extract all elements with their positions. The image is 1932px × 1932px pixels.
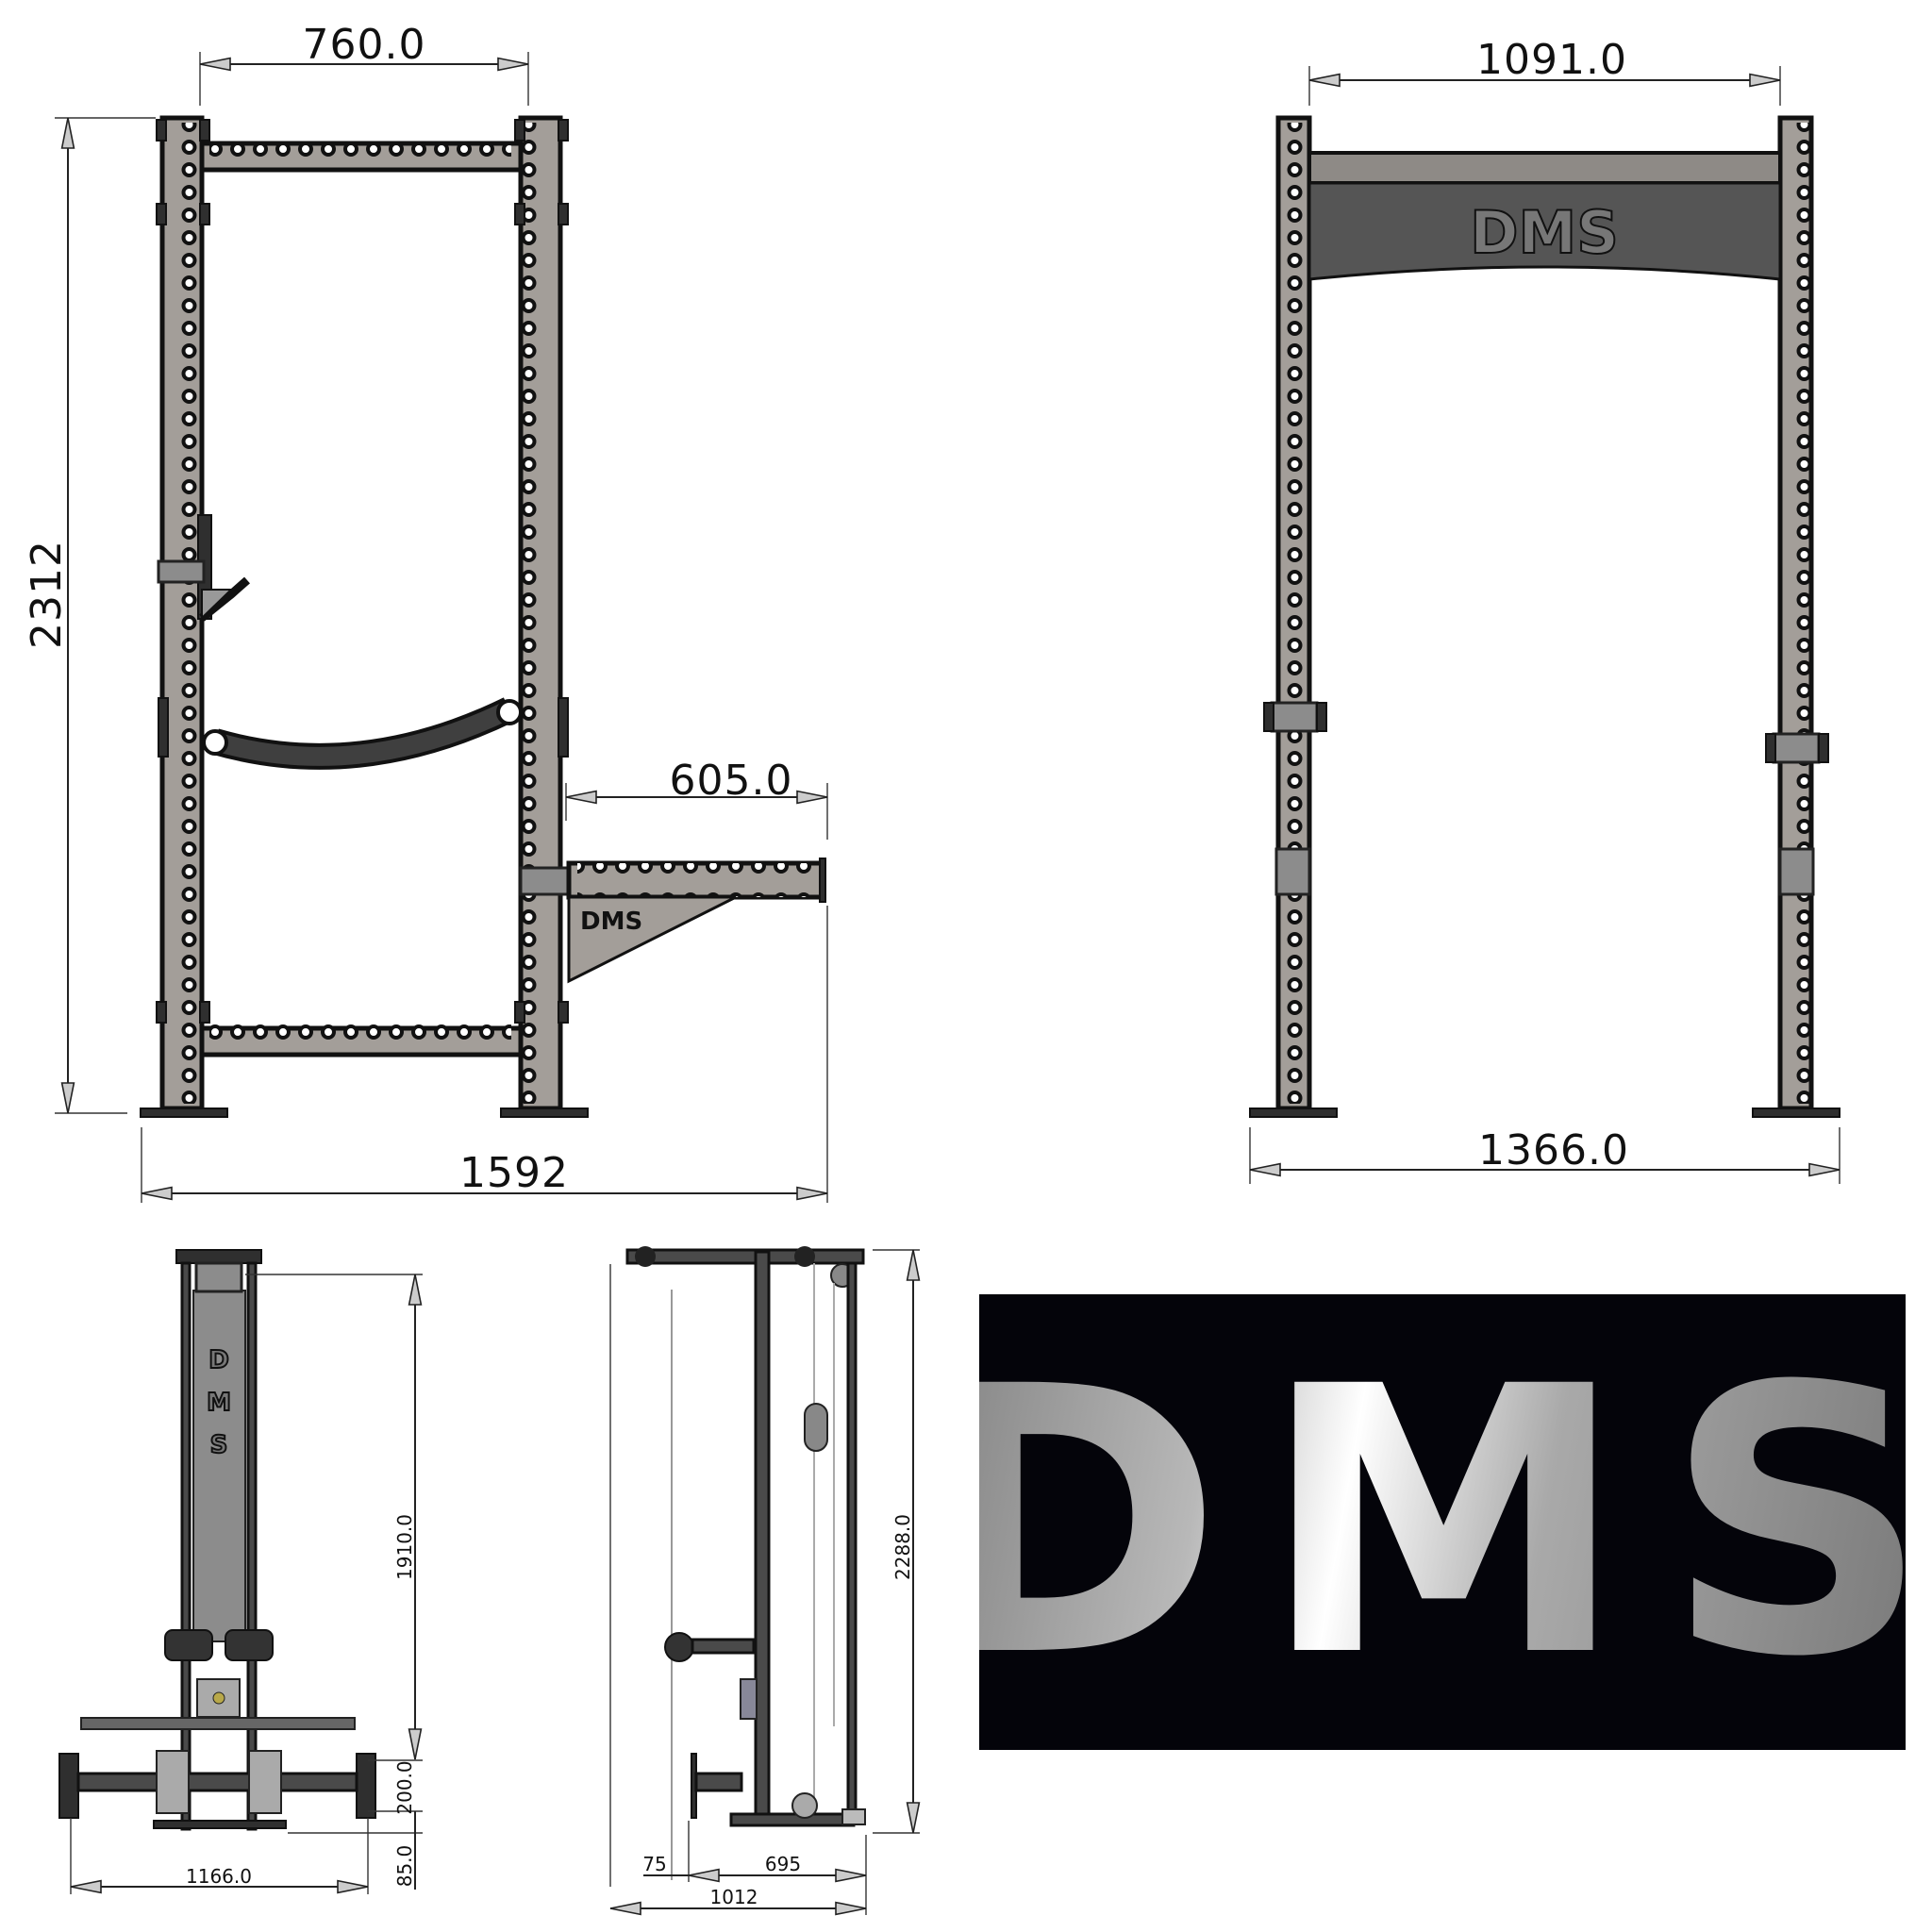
brand-logo-panel: DMS [918, 1294, 1930, 1750]
dim-label-2312: 2312 [23, 540, 71, 649]
dim-label-1366: 1366.0 [1478, 1126, 1629, 1174]
dimension-pulldown-width: 1166.0 [70, 1818, 369, 1894]
pulldown-side-view: 2288.0 75 695 1012 [609, 1246, 921, 1916]
header-plate: DMS [1307, 151, 1782, 281]
dimension-inner-width: 1091.0 [1308, 36, 1781, 106]
dimension-foot-offset: 200.0 [368, 1759, 423, 1815]
dim-label-605: 605.0 [670, 757, 793, 805]
dimension-side-depth-total: 1012 [609, 1886, 867, 1916]
dimension-total-depth: 1592 [141, 906, 828, 1203]
pulldown-front-view: D M S 1910.0 200.0 85.0 [58, 1249, 423, 1894]
j-hook [157, 514, 250, 622]
dim-label-695: 695 [765, 1853, 801, 1875]
dim-label-1592: 1592 [459, 1149, 569, 1197]
column-logo-d: D [208, 1346, 229, 1374]
column-logo-s: S [210, 1431, 228, 1459]
dim-label-85: 85.0 [393, 1845, 416, 1888]
header-logo: DMS [1470, 198, 1619, 267]
dim-label-2288: 2288.0 [891, 1514, 914, 1580]
dim-label-1091: 1091.0 [1476, 36, 1627, 84]
left-foot [140, 1108, 228, 1118]
dim-label-75: 75 [642, 1853, 666, 1875]
dim-label-760: 760.0 [303, 21, 426, 69]
brand-logo: DMS [918, 1294, 1930, 1750]
dimension-pulldown-height: 1910.0 [245, 1274, 423, 1760]
dim-label-1166: 1166.0 [186, 1865, 252, 1888]
dimension-side-height: 2288.0 [873, 1249, 921, 1834]
rack-front-view: 1091.0 DMS 1366.0 [1249, 36, 1840, 1184]
dim-label-1910: 1910.0 [393, 1514, 416, 1580]
curved-safety-bar [158, 697, 569, 770]
dimension-height: 2312 [23, 117, 156, 1114]
spotter-arm: DMS [519, 858, 826, 984]
dim-label-1012: 1012 [710, 1886, 758, 1908]
dimension-base-height: 85.0 [288, 1811, 423, 1890]
dimension-arm-length: 605.0 [565, 757, 828, 840]
rack-side-view: 760.0 2312 [23, 21, 828, 1203]
handle-bar [80, 1717, 356, 1730]
dim-label-200: 200.0 [393, 1760, 416, 1814]
left-foot-plate [58, 1753, 79, 1819]
top-beam [625, 1248, 865, 1265]
dimension-side-offset: 75 [642, 1821, 690, 1882]
main-column [754, 1250, 771, 1824]
leg-roller-left [164, 1629, 213, 1661]
base-rail [729, 1812, 856, 1827]
column-logo-m: M [207, 1389, 231, 1417]
dimension-top-width: 760.0 [199, 21, 529, 106]
dimension-base-width: 1366.0 [1249, 1126, 1840, 1184]
right-foot [500, 1108, 589, 1118]
bracket-logo: DMS [580, 908, 642, 936]
leg-roller-right [225, 1629, 274, 1661]
right-foot-plate [356, 1753, 376, 1819]
